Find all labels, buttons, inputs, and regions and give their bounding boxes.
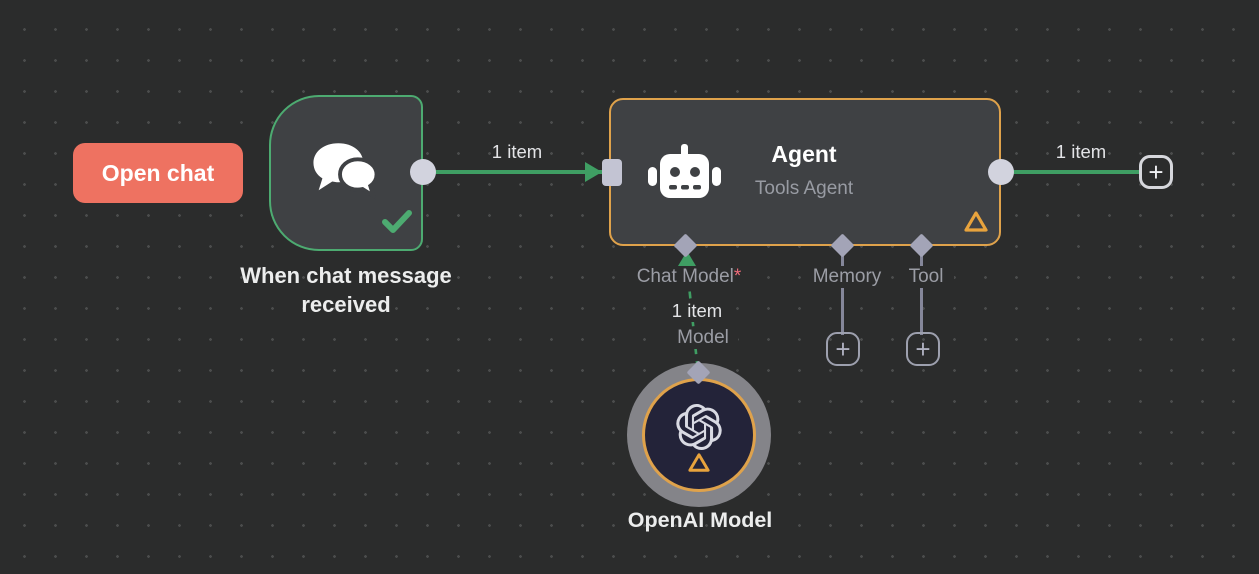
connection-trigger-to-agent[interactable] (423, 170, 603, 174)
tool-drop-line (920, 255, 923, 335)
node-chat-trigger[interactable] (269, 95, 423, 251)
openai-logo-icon (676, 403, 722, 450)
openai-node-name: OpenAI Model (627, 508, 773, 532)
chat-bubbles-icon (309, 141, 381, 203)
agent-node-subtitle: Tools Agent (754, 178, 854, 199)
agent-node-title: Agent (771, 141, 837, 167)
trigger-node-name: When chat message received (240, 263, 452, 317)
port-label-chat-model: Chat Model* (628, 266, 750, 288)
agent-output-connector[interactable] (988, 159, 1014, 185)
warning-triangle-icon (687, 452, 711, 473)
port-label-text: Chat Model (636, 266, 734, 287)
memory-drop-line (841, 255, 844, 335)
node-agent[interactable] (609, 98, 1001, 246)
connection-arrowhead (585, 162, 602, 182)
open-chat-button[interactable]: Open chat (73, 143, 243, 203)
node-openai-model[interactable] (642, 378, 756, 492)
robot-icon (646, 142, 724, 202)
add-tool-button[interactable]: + (906, 332, 940, 366)
connection-items-label: 1 item (658, 300, 736, 322)
success-check-icon (381, 209, 413, 235)
add-node-button[interactable]: + (1139, 155, 1173, 189)
trigger-output-connector[interactable] (410, 159, 436, 185)
add-memory-button[interactable]: + (826, 332, 860, 366)
required-asterisk: * (733, 266, 742, 287)
connection-items-label: 1 item (491, 141, 543, 162)
agent-input-connector[interactable] (602, 159, 622, 186)
port-label-tool: Tool (898, 266, 954, 288)
connection-items-label: 1 item (1055, 141, 1107, 162)
port-label-model: Model (668, 327, 738, 349)
connection-agent-output[interactable] (1001, 170, 1141, 174)
port-label-memory: Memory (804, 266, 890, 288)
warning-triangle-icon (963, 210, 989, 233)
